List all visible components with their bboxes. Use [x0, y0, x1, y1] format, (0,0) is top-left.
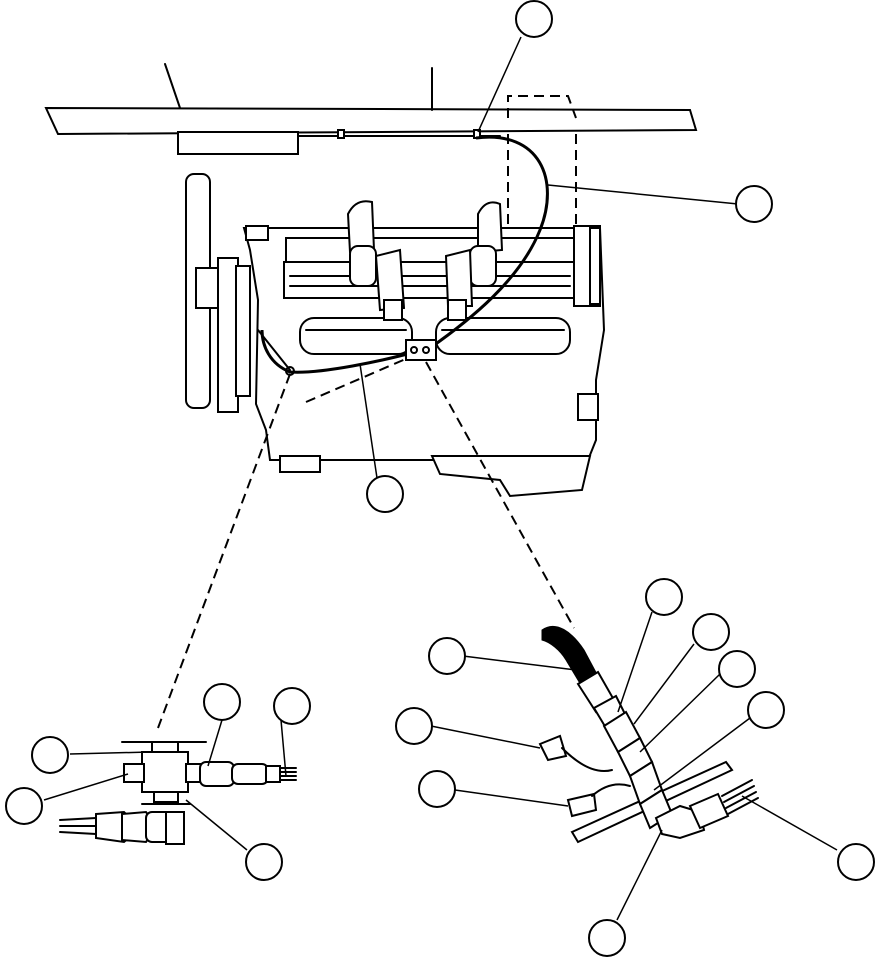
callout-17 [245, 843, 283, 881]
callout-5 [645, 578, 683, 616]
callout-11 [837, 843, 875, 881]
callout-6 [692, 613, 730, 651]
callout-10 [418, 770, 456, 808]
callout-7 [718, 650, 756, 688]
callout-4 [428, 637, 466, 675]
callout-9 [395, 707, 433, 745]
engine-block [185, 135, 606, 498]
tee-fitting-assembly [59, 741, 297, 845]
callout-2 [735, 185, 773, 223]
projection-line-left [157, 373, 291, 729]
leader-lines [43, 36, 838, 921]
projection-line-right [425, 361, 575, 629]
callout-1 [515, 0, 553, 38]
callout-8 [747, 691, 785, 729]
callout-12 [588, 919, 626, 957]
callout-15 [31, 736, 69, 774]
callout-13 [203, 683, 241, 721]
frame-rail [44, 63, 698, 380]
callout-16 [5, 787, 43, 825]
callout-3 [366, 475, 404, 513]
quick-coupler-assembly [538, 625, 759, 844]
callout-14 [273, 687, 311, 725]
